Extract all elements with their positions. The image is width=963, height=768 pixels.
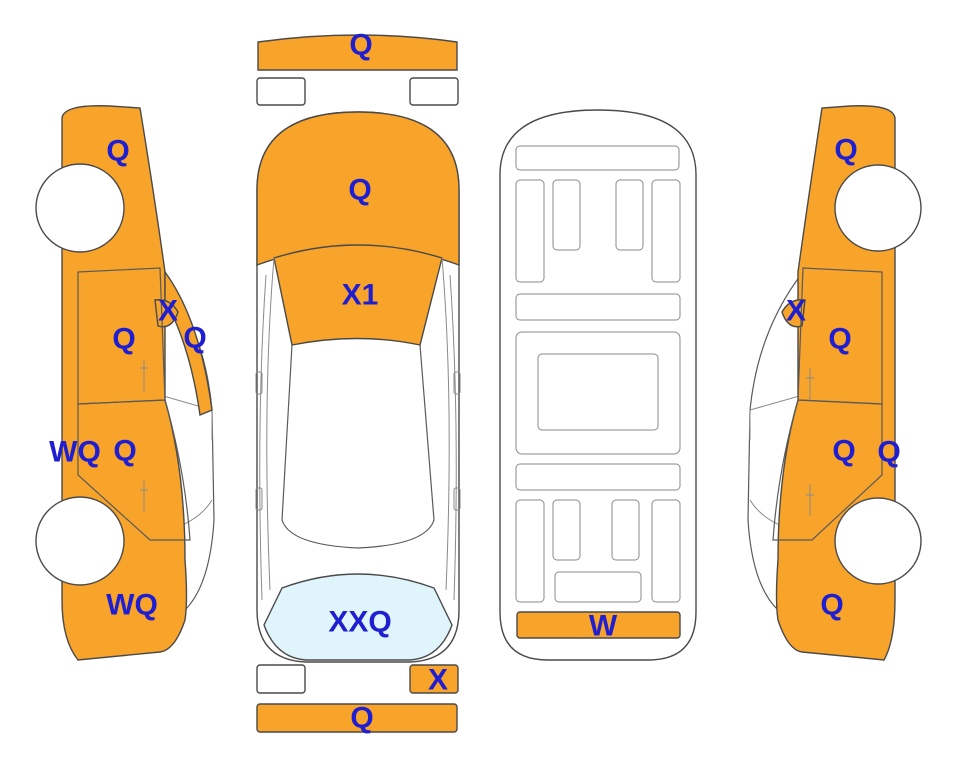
rear-left-lamp[interactable] <box>256 664 306 694</box>
cabin-outline <box>281 344 435 549</box>
windshield-code: X1 <box>342 279 379 312</box>
car-top-view: Q Q X1 XXQ X Q <box>255 29 461 735</box>
rear-right-lamp[interactable] <box>409 664 459 694</box>
left-rocker-code: WQ <box>49 436 101 469</box>
left-front-wheel <box>35 163 125 253</box>
left-front-door-code: Q <box>112 323 135 356</box>
rear-glass-panel[interactable] <box>263 573 453 661</box>
left-mirror[interactable] <box>154 299 179 328</box>
left-front-fender-code: Q <box>106 135 129 168</box>
trunk-floor-panel[interactable] <box>516 611 681 639</box>
hood-code: Q <box>348 174 371 207</box>
left-mirror-code: X <box>158 295 178 328</box>
right-rear-quarter-code: Q <box>820 589 843 622</box>
trunk-floor-code: W <box>589 610 618 643</box>
right-mirror[interactable] <box>781 299 806 328</box>
rear-glass-code: XXQ <box>328 606 391 639</box>
right-rocker-code: Q <box>877 436 900 469</box>
right-mirror-code: X <box>786 295 806 328</box>
rear-bumper-code: Q <box>350 702 373 735</box>
right-rear-door-code: Q <box>832 435 855 468</box>
front-bumper-panel[interactable] <box>257 34 458 71</box>
left-rear-door-code: Q <box>113 435 136 468</box>
left-pillar-panel[interactable] <box>164 269 213 416</box>
front-bumper-code: Q <box>349 29 372 62</box>
front-right-lamp[interactable] <box>409 77 459 106</box>
car-underbody-view: W <box>499 109 697 661</box>
front-left-lamp[interactable] <box>256 77 306 106</box>
left-pillar-code: Q <box>183 322 206 355</box>
rear-right-lamp-code: X <box>428 664 448 697</box>
left-rear-quarter-code: WQ <box>106 589 158 622</box>
right-rear-wheel <box>834 497 922 585</box>
right-front-fender-code: Q <box>834 134 857 167</box>
rear-bumper-panel[interactable] <box>256 703 458 733</box>
car-left-side-view: Q X Q Q WQ Q WQ <box>35 105 215 661</box>
underbody-outline <box>499 109 697 661</box>
right-front-wheel <box>834 164 922 252</box>
left-rear-wheel <box>35 496 125 586</box>
car-right-side-view: Q X Q Q Q Q <box>747 105 922 661</box>
right-front-door-code: Q <box>828 323 851 356</box>
